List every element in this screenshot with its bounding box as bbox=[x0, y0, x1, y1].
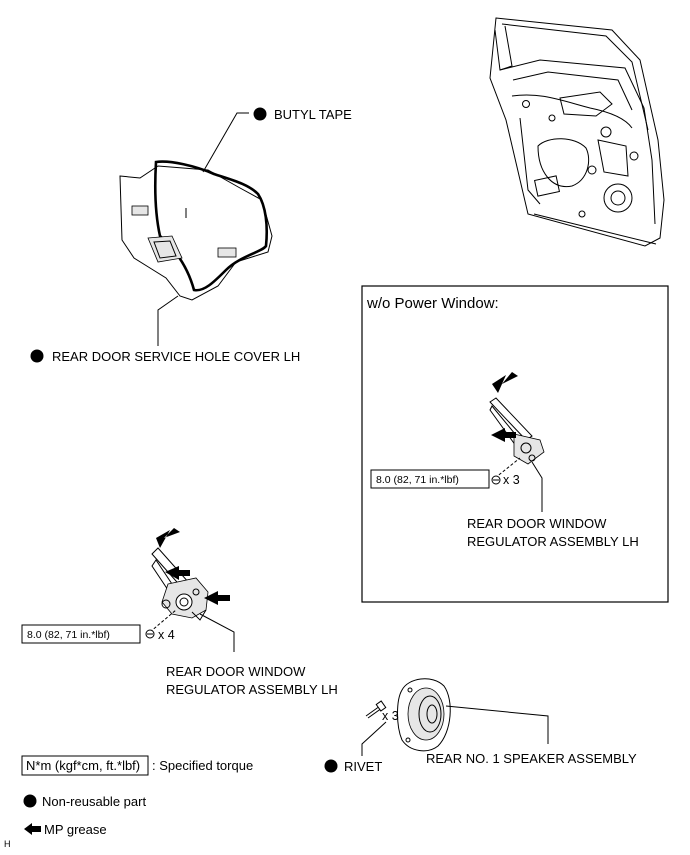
mp-grease-arrow bbox=[204, 591, 230, 605]
legend-torque-units: N*m (kgf*cm, ft.*lbf) bbox=[26, 758, 140, 773]
legend-torque-box bbox=[21, 755, 149, 776]
butyl-tape-label: BUTYL TAPE bbox=[274, 107, 352, 122]
wo-power-window-title: w/o Power Window: bbox=[366, 295, 499, 312]
non-reusable-bullet bbox=[253, 107, 267, 121]
quantity-label: x 4 bbox=[158, 628, 175, 642]
legend-mp-grease-label: MP grease bbox=[44, 822, 107, 837]
mp-grease-arrow bbox=[156, 528, 180, 548]
regulator-label-line2: REGULATOR ASSEMBLY LH bbox=[467, 534, 639, 549]
legend-non-reusable-label: Non-reusable part bbox=[42, 794, 146, 809]
wo-power-window-panel: w/o Power Window: 8.0 (82, 71 in.*lbf) x… bbox=[361, 285, 669, 603]
torque-value: 8.0 (82, 71 in.*lbf) bbox=[27, 629, 110, 641]
legend-torque-description: : Specified torque bbox=[152, 758, 253, 773]
rivet-label: RIVET bbox=[344, 759, 382, 774]
service-hole-cover-illustration bbox=[119, 160, 273, 301]
torque-value: 8.0 (82, 71 in.*lbf) bbox=[376, 474, 459, 486]
bolt-icon bbox=[491, 475, 501, 485]
service-hole-cover-label: REAR DOOR SERVICE HOLE COVER LH bbox=[52, 349, 300, 364]
butyl-tape-callout: BUTYL TAPE bbox=[202, 107, 352, 173]
non-reusable-bullet bbox=[30, 349, 44, 363]
mp-grease-arrow bbox=[165, 566, 190, 580]
bolt-icon bbox=[145, 629, 155, 639]
corner-mark: H bbox=[4, 839, 11, 849]
rear-door-illustration bbox=[489, 17, 665, 247]
legend-mp-grease-arrow bbox=[24, 823, 41, 835]
non-reusable-bullet bbox=[324, 759, 338, 773]
legend-non-reusable-bullet bbox=[23, 794, 37, 808]
speaker-label: REAR NO. 1 SPEAKER ASSEMBLY bbox=[426, 751, 637, 766]
quantity-label: x 3 bbox=[503, 473, 520, 487]
mp-grease-arrow bbox=[491, 428, 516, 442]
regulator-label-line1: REAR DOOR WINDOW bbox=[166, 664, 306, 679]
power-regulator-illustration bbox=[151, 547, 209, 621]
regulator-label-line2: REGULATOR ASSEMBLY LH bbox=[166, 682, 338, 697]
quantity-label: x 3 bbox=[382, 709, 399, 723]
rivet-icon bbox=[365, 700, 387, 719]
torque-box bbox=[21, 624, 141, 644]
regulator-label-line1: REAR DOOR WINDOW bbox=[467, 516, 607, 531]
service-hole-cover-callout: REAR DOOR SERVICE HOLE COVER LH bbox=[30, 295, 300, 364]
manual-regulator-illustration bbox=[489, 397, 545, 465]
mp-grease-arrow bbox=[492, 372, 518, 393]
torque-box bbox=[370, 469, 490, 489]
legend: N*m (kgf*cm, ft.*lbf) : Specified torque… bbox=[4, 755, 253, 849]
speaker-illustration bbox=[397, 678, 451, 752]
